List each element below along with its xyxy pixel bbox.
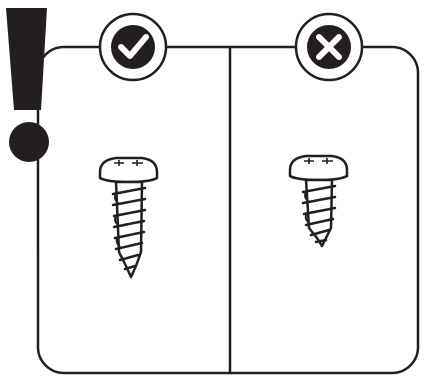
checkmark-icon [98, 12, 168, 82]
exclamation-icon [6, 8, 49, 162]
short-screw-icon [288, 154, 349, 248]
panel-frame [36, 45, 420, 375]
long-screw-icon [98, 156, 159, 279]
cross-icon [294, 12, 364, 82]
